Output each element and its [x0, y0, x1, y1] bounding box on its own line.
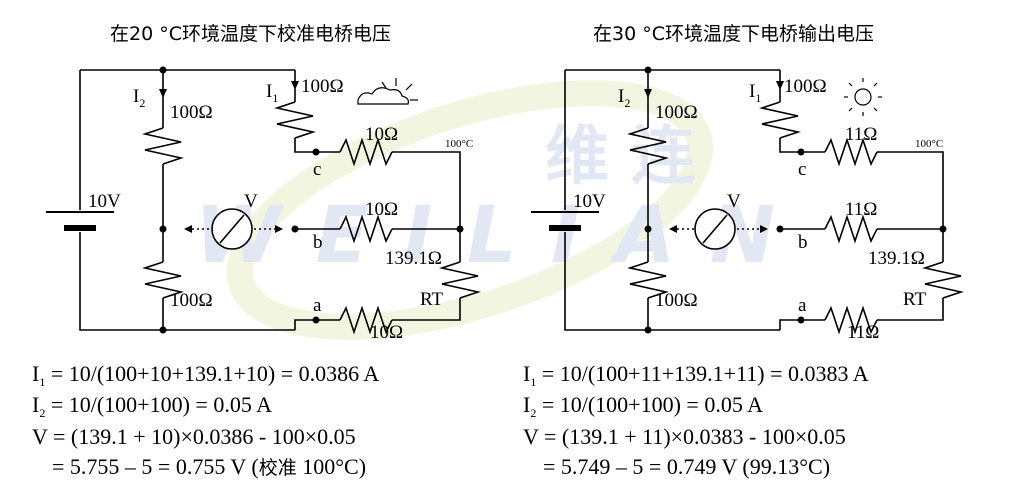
right-r-left-bottom-label: 100Ω	[655, 290, 698, 311]
right-i1-label: I1	[749, 81, 761, 105]
left-r-b-label: 10Ω	[365, 199, 398, 220]
left-wire-to-c	[294, 138, 340, 153]
left-node-rt	[456, 225, 464, 233]
right-wire-to-c	[779, 138, 825, 153]
right-eq-1: I1 = 10/(100+11+139.1+11) = 0.0383 A	[523, 361, 869, 389]
left-voltmeter-label: V	[244, 191, 258, 212]
sun-icon	[844, 78, 882, 116]
left-voltmeter-needle	[219, 214, 245, 244]
left-equations: I1 = 10/(100+10+139.1+10) = 0.0386 A I2 …	[32, 361, 379, 479]
left-r-left-bottom-label: 100Ω	[170, 290, 213, 311]
left-meter-arrow-left	[184, 225, 192, 233]
right-i1-arrow	[776, 81, 784, 90]
right-node-mid	[644, 225, 652, 233]
left-r-c	[339, 137, 393, 167]
right-i2-arrow	[644, 89, 652, 98]
left-r-a-label: 10Ω	[370, 322, 403, 343]
right-temp-mark: 100°C	[915, 138, 943, 150]
left-title: 在20 °C环境温度下校准电桥电压	[110, 23, 391, 45]
right-node-c	[797, 148, 805, 156]
left-eq-2: I2 = 10/(100+100) = 0.05 A	[32, 392, 272, 420]
right-r-left-top	[627, 127, 669, 165]
left-outer-wire	[79, 70, 295, 331]
right-r-left-bottom	[627, 261, 669, 299]
right-node-a	[797, 316, 805, 324]
right-r-b	[824, 214, 878, 244]
left-r-b	[339, 214, 393, 244]
left-wire-a	[294, 319, 340, 330]
right-node-a-label: a	[798, 295, 807, 316]
left-r-right-top-label: 100Ω	[301, 76, 344, 97]
right-battery-label: 10V	[573, 191, 606, 212]
right-equations: I1 = 10/(100+11+139.1+11) = 0.0383 A I2 …	[523, 361, 869, 479]
left-eq-4: = 5.755 – 5 = 0.755 V (校准 100°C)	[52, 454, 366, 479]
left-rt-value: 139.1Ω	[385, 248, 442, 269]
right-node-b-label: b	[798, 232, 808, 253]
right-eq-4: = 5.749 – 5 = 0.749 V (99.13°C)	[543, 454, 830, 479]
right-r-b-label: 11Ω	[845, 199, 877, 220]
right-node-bottom	[644, 326, 652, 334]
left-node-a-label: a	[313, 295, 322, 316]
left-node-c	[312, 148, 320, 156]
right-r-c	[824, 137, 878, 167]
right-r-right-top	[759, 101, 801, 139]
left-eq-1: I1 = 10/(100+10+139.1+10) = 0.0386 A	[32, 361, 379, 389]
left-node-b-label: b	[313, 232, 323, 253]
right-r-a	[824, 305, 878, 335]
left-i1-arrow	[291, 81, 299, 90]
left-wire-c-to-rt	[392, 151, 461, 262]
left-r-right-top	[274, 101, 316, 139]
left-node-c-label: c	[313, 159, 321, 180]
right-circuit: 在30 °C环境温度下电桥输出电压 10V I2 100Ω 100Ω I1 10…	[531, 23, 964, 343]
right-node-c-label: c	[798, 159, 806, 180]
right-rt	[922, 261, 964, 299]
right-eq-3: V = (139.1 + 11)×0.0383 - 100×0.05	[523, 424, 846, 449]
right-title: 在30 °C环境温度下电桥输出电压	[593, 23, 874, 45]
left-wire-rt-to-a	[392, 298, 461, 321]
left-r-left-bottom	[142, 261, 184, 299]
left-i2-arrow	[159, 89, 167, 98]
right-r-right-top-label: 100Ω	[784, 76, 827, 97]
right-meter-arrow-right	[760, 225, 768, 233]
right-voltmeter-needle	[702, 214, 728, 244]
left-i1-label: I1	[266, 81, 278, 105]
right-rt-value: 139.1Ω	[868, 248, 925, 269]
watermark-cn: 维 连	[545, 120, 695, 194]
right-r-a-label: 11Ω	[847, 322, 879, 343]
left-rt	[439, 261, 481, 299]
right-rt-label: RT	[903, 289, 927, 310]
left-circuit: 在20 °C环境温度下校准电桥电压 10V I2 100Ω 100Ω I1 10…	[46, 23, 481, 343]
left-eq-3: V = (139.1 + 10)×0.0386 - 100×0.05	[32, 424, 356, 449]
right-wire-c-to-rt	[877, 151, 944, 262]
left-r-left-top	[142, 127, 184, 165]
left-meter-arrow-right	[275, 225, 283, 233]
watermark-swoosh	[226, 80, 714, 340]
left-node-mid	[159, 225, 167, 233]
left-rt-label: RT	[420, 289, 444, 310]
left-node-a	[312, 316, 320, 324]
right-meter-arrow-left	[669, 225, 677, 233]
left-temp-mark: 100°C	[445, 138, 473, 150]
cloudy-sun-icon	[357, 78, 418, 105]
right-wire-a	[779, 319, 825, 330]
right-r-c-label: 11Ω	[845, 124, 877, 145]
left-battery-label: 10V	[88, 191, 121, 212]
left-node-bottom	[159, 326, 167, 334]
right-eq-2: I2 = 10/(100+100) = 0.05 A	[523, 392, 763, 420]
right-i2-label: I2	[618, 86, 630, 110]
right-node-top	[644, 66, 652, 74]
right-voltmeter-label: V	[727, 191, 741, 212]
right-wire-rt-to-a	[877, 298, 944, 321]
left-r-a	[339, 305, 393, 335]
right-node-rt	[939, 225, 947, 233]
right-outer-wire	[564, 70, 780, 331]
left-node-top	[159, 66, 167, 74]
watermark: 维 连 WEILIAN	[195, 80, 775, 340]
left-r-left-top-label: 100Ω	[170, 102, 213, 123]
left-i2-label: I2	[133, 86, 145, 110]
right-r-left-top-label: 100Ω	[655, 102, 698, 123]
left-r-c-label: 10Ω	[365, 124, 398, 145]
